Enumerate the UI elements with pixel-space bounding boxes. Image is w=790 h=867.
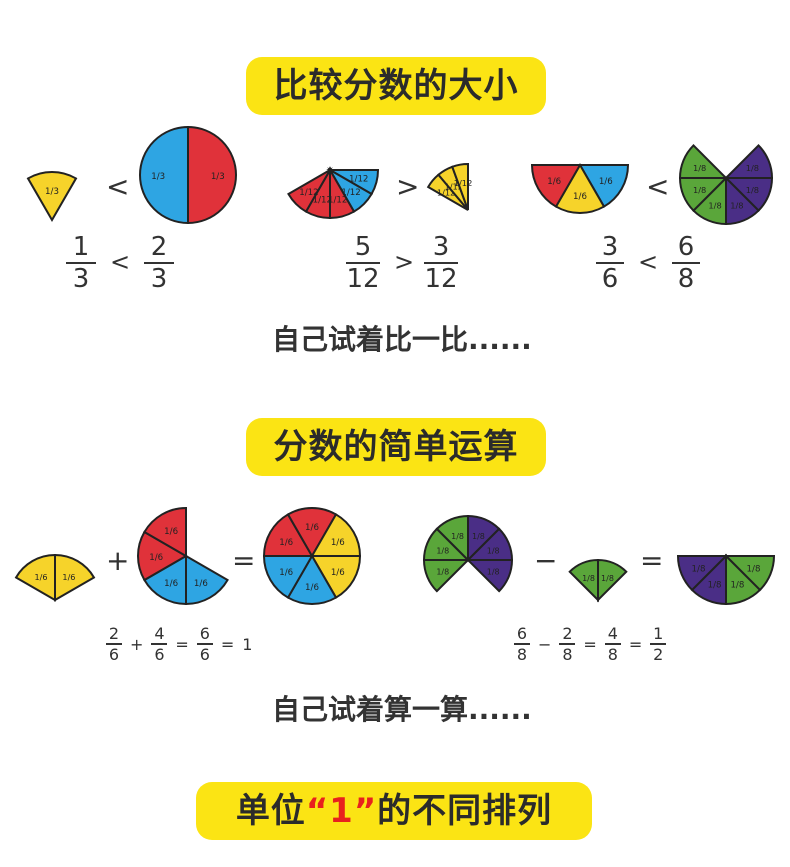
ops-note: 自己试着算一算...... (272, 693, 532, 726)
piece-label: 1/6 (599, 177, 613, 187)
piece-label: 1/6 (331, 538, 345, 548)
piece-label: 1/12 (437, 188, 456, 198)
piece-label: 1/12 (341, 188, 360, 198)
piece-label: 1/8 (730, 580, 744, 590)
fraction-piece (465, 559, 514, 593)
piece-label: 1/8 (451, 532, 464, 541)
plus-sign: + (130, 634, 144, 654)
piece-label: 1/8 (582, 574, 595, 583)
piece-label: 1/3 (151, 172, 165, 182)
piece-label: 1/8 (708, 200, 721, 210)
compare-op-2: > (396, 170, 420, 203)
piece-label: 1/8 (693, 163, 706, 173)
fraction-piece (530, 164, 582, 208)
compare-note: 自己试着比一比...... (272, 323, 532, 356)
piece-label: 1/8 (436, 547, 449, 556)
piece-label: 1/8 (747, 564, 761, 574)
equals-sign: = (220, 634, 235, 654)
piece-label: 1/6 (305, 583, 319, 593)
piece-label: 1/6 (547, 177, 561, 187)
piece-label: 1/6 (279, 568, 293, 578)
fraction-piece (187, 125, 237, 225)
piece-label: 1/8 (436, 567, 449, 576)
piece-label: 1/6 (35, 572, 48, 582)
equals-sign: = (175, 634, 189, 654)
piece-label: 1/6 (62, 572, 75, 582)
compare-sign: > (394, 248, 415, 276)
section-title-compare: 比较分数的大小 (246, 57, 546, 115)
compare-op-3: < (646, 170, 670, 203)
piece-label: 1/6 (194, 579, 208, 589)
op-minus: − (534, 544, 558, 577)
op-plus: + (106, 544, 130, 577)
piece-label: 1/8 (692, 564, 706, 574)
piece-label: 1/6 (164, 579, 178, 589)
fraction-piece (143, 506, 187, 558)
piece-label: 1/8 (472, 532, 485, 541)
piece-label: 1/8 (601, 574, 614, 583)
piece-label: 1/8 (708, 580, 722, 590)
minus-sign: − (538, 634, 552, 654)
piece-label: 1/12 (454, 178, 473, 188)
op-equals: = (232, 544, 256, 577)
piece-label: 1/6 (149, 553, 163, 563)
piece-label: 1/3 (211, 172, 225, 182)
piece-label: 1/6 (164, 527, 178, 537)
piece-label: 1/8 (746, 185, 759, 195)
piece-label: 1/12 (349, 175, 368, 185)
fraction-piece (676, 555, 729, 592)
piece-label: 1/8 (746, 163, 759, 173)
piece-label: 1/12 (328, 196, 347, 206)
fraction-piece (723, 144, 774, 179)
piece-label: 1/8 (730, 200, 743, 210)
fraction-piece (26, 171, 78, 222)
fraction-piece (139, 125, 189, 225)
compare-sign: < (110, 248, 131, 276)
fraction-piece (310, 513, 362, 557)
piece-label: 1/6 (573, 192, 587, 202)
equals-sign: = (628, 634, 643, 654)
compare-op-1: < (106, 170, 130, 203)
piece-label: 1/8 (487, 567, 500, 576)
fraction-piece (450, 162, 469, 211)
piece-label: 1/8 (487, 547, 500, 556)
op-equals: = (640, 544, 664, 577)
piece-label: 1/8 (693, 185, 706, 195)
fraction-piece (287, 167, 333, 213)
fraction-piece (678, 144, 729, 179)
piece-label: 1/12 (313, 196, 332, 206)
piece-label: 1/6 (279, 538, 293, 548)
piece-label: 1/12 (444, 181, 463, 191)
result: 1 (242, 634, 253, 654)
piece-label: 1/6 (331, 568, 345, 578)
piece-label: 1/12 (299, 188, 318, 198)
piece-label: 1/6 (305, 523, 319, 533)
fraction-piece (54, 553, 96, 602)
section-title-ops: 分数的简单运算 (246, 418, 546, 476)
highlight-one: “1” (305, 791, 378, 831)
piece-label: 1/3 (45, 187, 59, 197)
section-title-unit: 单位“1”的不同排列 (196, 782, 592, 840)
equals-sign: = (583, 634, 597, 654)
compare-sign: < (638, 248, 659, 276)
fraction-piece (597, 558, 628, 603)
